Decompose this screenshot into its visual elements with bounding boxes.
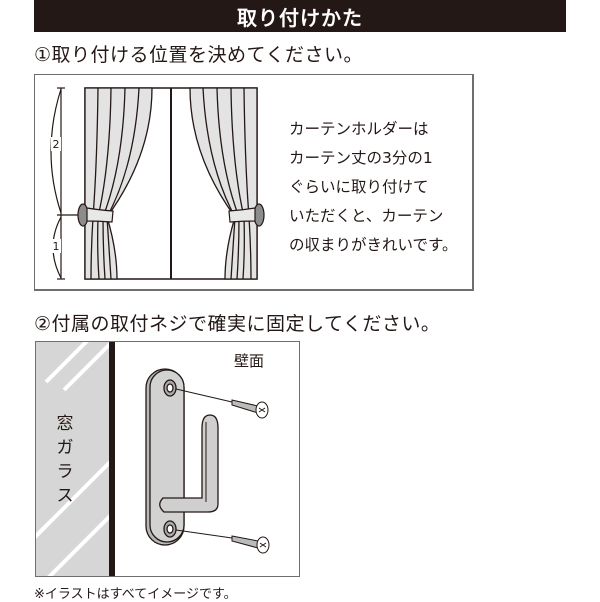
curtain-holder-left — [77, 203, 114, 227]
curtain-illustration: 2 1 — [50, 87, 265, 280]
right-curtain — [189, 87, 258, 280]
step2-title: ②付属の取付ネジで確実に固定してください。 — [34, 313, 441, 335]
page-title: 取り付けかた — [237, 5, 363, 30]
curtain-hook — [145, 368, 219, 546]
placement-description: カーテンホルダーは カーテン丈の3分の1 ぐらいに取り付けて いただくと、カーテ… — [289, 120, 458, 254]
screw-bottom — [175, 529, 270, 554]
step1-illustration-panel: 2 1 カーテンホルダーは カー — [34, 74, 474, 291]
glass-label: 窓ガラス — [56, 414, 74, 506]
hook-installation-illustration — [36, 342, 270, 576]
illustration-footnote: ※イラストはすべてイメージです。 — [34, 587, 237, 602]
window-frame-bar — [109, 342, 115, 576]
wall-label: 壁面 — [234, 352, 265, 370]
glass-reflection — [36, 342, 114, 576]
ratio-label-2: 2 — [53, 138, 60, 151]
page-header: 取り付けかた — [34, 0, 566, 32]
step2-illustration-panel: 窓ガラス 壁面 — [35, 341, 300, 577]
left-curtain — [84, 87, 153, 280]
screw-top — [175, 388, 269, 419]
step1-title: ①取り付ける位置を決めてください。 — [34, 44, 363, 66]
curtain-holder-right — [228, 203, 265, 227]
ratio-label-1: 1 — [53, 240, 60, 253]
